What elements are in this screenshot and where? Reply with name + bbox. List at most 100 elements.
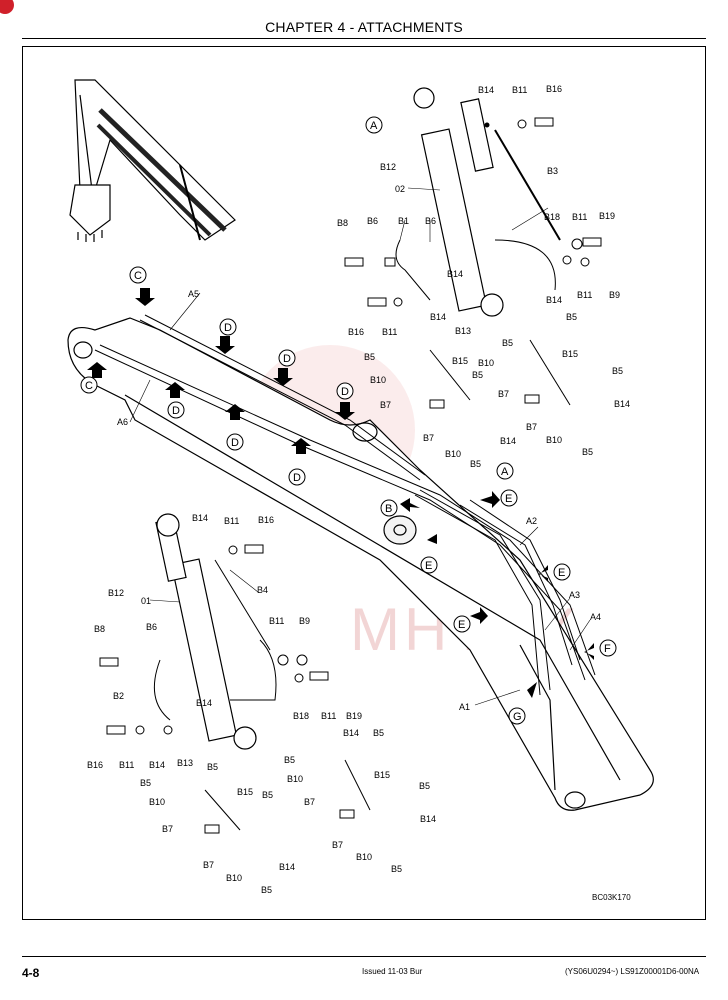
svg-text:B5: B5 [284,755,295,765]
svg-text:B11: B11 [224,516,239,526]
svg-text:B5: B5 [612,366,623,376]
svg-text:B10: B10 [370,375,386,385]
svg-text:A3: A3 [569,590,580,600]
svg-text:B5: B5 [566,312,577,322]
svg-text:B12: B12 [380,162,396,172]
hardware [99,117,602,834]
svg-text:B11: B11 [269,616,284,626]
svg-text:B16: B16 [258,515,274,525]
svg-text:B13: B13 [455,326,471,336]
svg-text:B11: B11 [119,760,134,770]
cylinder-01 [155,513,257,750]
svg-text:B7: B7 [423,433,434,443]
svg-text:A: A [370,120,378,132]
callout-c-upper [129,266,147,284]
svg-text:A2: A2 [526,516,537,526]
svg-text:B5: B5 [140,778,151,788]
svg-text:B15: B15 [562,349,578,359]
callout-d-2 [278,349,296,367]
svg-text:F: F [604,643,611,655]
svg-text:B14: B14 [343,728,359,738]
svg-text:C: C [134,270,142,282]
figure-frame [22,46,706,920]
svg-text:E: E [505,493,512,505]
footer-rule [22,956,706,957]
svg-text:B7: B7 [332,840,343,850]
svg-text:B10: B10 [478,358,494,368]
svg-text:E: E [425,560,432,572]
callout-e-2 [420,556,438,574]
svg-text:B9: B9 [299,616,310,626]
svg-text:B7: B7 [526,422,537,432]
svg-text:B13: B13 [177,758,193,768]
svg-text:G: G [513,711,522,723]
boom-piping [94,314,596,696]
svg-text:B14: B14 [546,295,562,305]
page-header: CHAPTER 4 - ATTACHMENTS [0,0,728,42]
callout-a-lower [496,462,514,480]
svg-text:B10: B10 [356,852,372,862]
svg-text:A6: A6 [117,417,128,427]
svg-text:B14: B14 [420,814,436,824]
cylinder-02 [413,87,504,317]
svg-text:B7: B7 [162,824,173,834]
svg-text:B6: B6 [425,216,436,226]
svg-text:B3: B3 [547,166,558,176]
page-number: 4-8 [22,966,40,980]
callout-f [599,639,617,657]
header-rule [22,38,706,39]
svg-text:B14: B14 [500,436,516,446]
svg-text:D: D [341,386,349,398]
svg-text:B15: B15 [237,787,253,797]
svg-text:B9: B9 [609,290,620,300]
callout-e-1 [500,489,518,507]
svg-text:B5: B5 [373,728,384,738]
svg-text:E: E [558,567,565,579]
svg-text:B19: B19 [346,711,362,721]
svg-text:B16: B16 [87,760,103,770]
svg-text:B14: B14 [447,269,463,279]
callout-g [508,707,526,725]
svg-text:D: D [172,405,180,417]
svg-text:B1: B1 [398,216,409,226]
svg-text:A: A [501,466,509,478]
svg-text:B19: B19 [599,211,615,221]
svg-text:B14: B14 [279,862,295,872]
svg-text:B14: B14 [478,85,494,95]
svg-text:A5: A5 [188,289,199,299]
svg-text:B7: B7 [380,400,391,410]
svg-text:B11: B11 [321,711,336,721]
callout-d-6 [288,468,306,486]
svg-text:01: 01 [141,596,151,606]
svg-text:D: D [293,472,301,484]
svg-text:B5: B5 [364,352,375,362]
callout-d-5 [226,433,244,451]
svg-text:B11: B11 [512,85,527,95]
svg-text:B5: B5 [419,781,430,791]
document-reference: (YS06U0294~) LS91Z00001D6-00NA [565,967,700,976]
callout-a-upper [365,116,383,134]
svg-text:B5: B5 [472,370,483,380]
callout-e-3 [553,563,571,581]
svg-text:B8: B8 [94,624,105,634]
svg-text:B18: B18 [544,212,560,222]
callout-d-1 [219,318,237,336]
svg-text:B4: B4 [257,585,268,595]
corner-mark-icon [0,0,14,14]
svg-text:B10: B10 [287,774,303,784]
svg-text:B15: B15 [374,770,390,780]
callouts [80,116,617,725]
svg-text:D: D [231,437,239,449]
svg-text:B5: B5 [502,338,513,348]
svg-text:B10: B10 [445,449,461,459]
svg-text:B18: B18 [293,711,309,721]
svg-text:A4: A4 [590,612,601,622]
svg-text:E: E [458,619,465,631]
boom-body [67,317,654,811]
svg-text:C: C [85,380,93,392]
callout-letters: A C C D D D D D D A B E E E E F G [85,120,611,723]
svg-text:D: D [224,322,232,334]
svg-text:B6: B6 [146,622,157,632]
hoses [153,129,571,831]
svg-text:B7: B7 [203,860,214,870]
